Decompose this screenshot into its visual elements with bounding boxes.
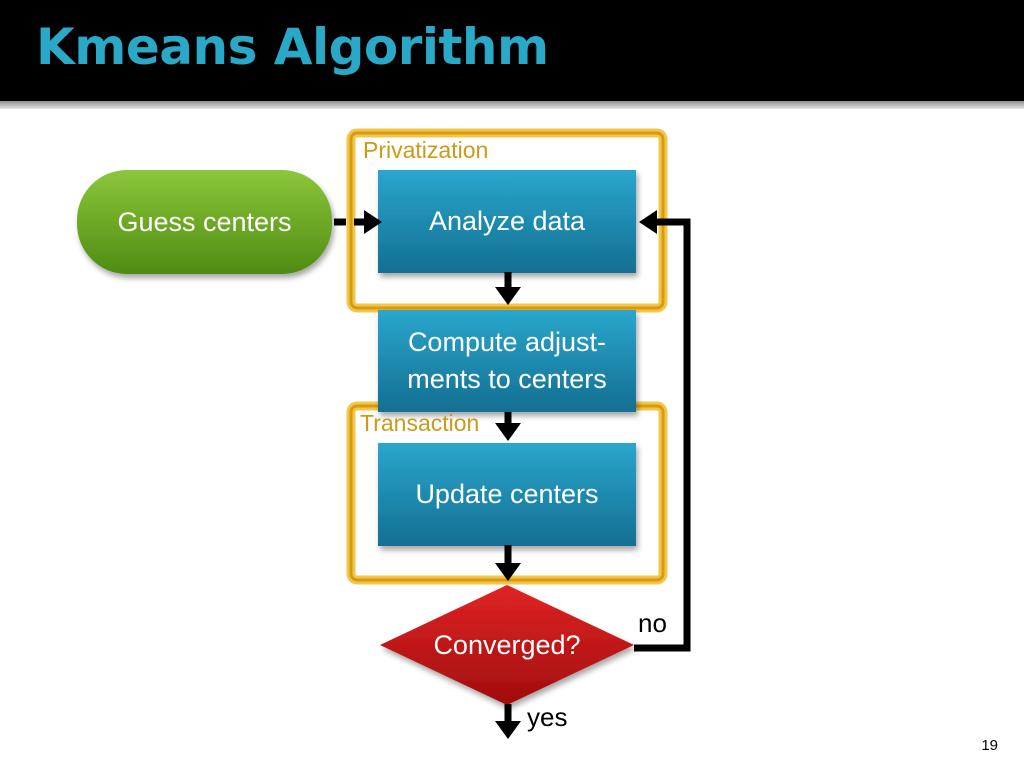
arrow-compute-to-update [495, 412, 521, 441]
transaction-label: Transaction [360, 410, 480, 436]
start-node-guess-centers [77, 170, 332, 274]
title-bar [0, 0, 1024, 101]
slide-title: Kmeans Algorithm [36, 18, 549, 76]
edge-label-no: no [638, 608, 667, 638]
update-centers-label: Update centers [415, 479, 599, 509]
converged-label: Converged? [433, 629, 581, 660]
arrow-update-to-decision [495, 545, 521, 581]
arrow-guess-to-analyze [334, 210, 382, 234]
arrow-analyze-to-compute [495, 272, 521, 305]
process-compute-adjustments [378, 310, 636, 412]
arrow-no-loop-to-analyze [634, 210, 691, 652]
process-update-centers [378, 443, 636, 546]
arrow-yes-exit [495, 704, 521, 739]
privatization-label: Privatization [363, 137, 489, 163]
page-number: 19 [981, 737, 998, 754]
title-divider [0, 101, 1024, 109]
compute-adjustments-label: Compute adjust-ments to centers [407, 327, 607, 394]
decision-converged [380, 585, 634, 705]
edge-label-yes: yes [527, 702, 568, 732]
analyze-data-label: Analyze data [428, 206, 586, 236]
guess-centers-label: Guess centers [117, 206, 292, 237]
process-analyze-data [378, 170, 636, 273]
